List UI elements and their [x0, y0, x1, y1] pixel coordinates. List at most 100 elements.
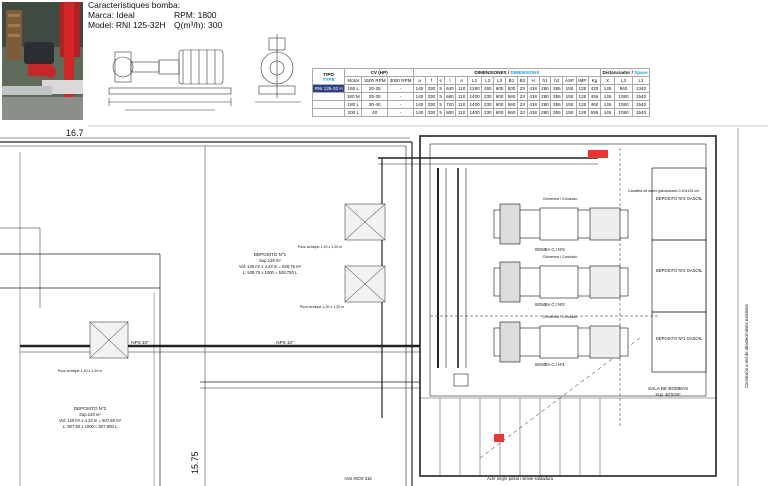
- table-cell: -: [387, 100, 415, 109]
- table-cell: 418: [526, 84, 540, 93]
- network-connection-label: Connexión a red de abastecimiento existe…: [744, 304, 749, 388]
- table-cell: 150: [562, 84, 577, 93]
- chimney-label: Chimenea / Conducto: [543, 255, 578, 259]
- table-cell: 140: [413, 100, 426, 109]
- pump-room-area: Sup. 40,52m²: [655, 392, 681, 397]
- gasoil-tank-3: DEPOSITO Nº3 GASOIL: [656, 196, 703, 201]
- spec-flow: Q(m³/h): 300: [174, 20, 223, 30]
- table-cell: 30-40: [361, 100, 389, 109]
- table-cell: 260: [481, 84, 495, 93]
- table-cell: 280: [538, 84, 552, 93]
- table-cell: 1080: [614, 92, 633, 101]
- table-cell: 418: [526, 100, 540, 109]
- table-cell: 1400: [466, 92, 483, 101]
- sub-header-cell: s: [436, 76, 445, 85]
- table-cell: 1400: [466, 108, 483, 117]
- spec-rpm: RPM: 1800: [174, 10, 217, 20]
- table-cell: 145: [599, 100, 616, 109]
- table-cell: -: [387, 92, 415, 101]
- sub-header-cell: B2: [516, 76, 528, 85]
- gasoil-tank-2: DEPOSITO Nº2 GASOIL: [656, 268, 703, 273]
- table-cell: 800: [443, 108, 457, 117]
- table-cell: 460: [588, 100, 601, 109]
- spacer-sub-header-cell: L1: [631, 76, 651, 85]
- cable-tray-label: Canaleta de acero galvanizado 0.10x125 c…: [628, 189, 699, 193]
- pumps: [493, 203, 629, 363]
- table-cell: 110: [455, 84, 468, 93]
- table-cell: 140: [413, 84, 426, 93]
- table-cell: 1080: [614, 108, 633, 117]
- table-cell: 5: [436, 100, 445, 109]
- empty-cell: [311, 100, 346, 109]
- table-cell: 420: [588, 84, 601, 93]
- table-cell: 560: [505, 100, 518, 109]
- table-cell: 150: [562, 108, 577, 117]
- table-cell: 418: [526, 108, 540, 117]
- table-cell: 23: [516, 84, 528, 93]
- table-cell: 558: [588, 108, 601, 117]
- spec-model: Model: RNI 125-32H: [88, 20, 166, 30]
- sub-header-cell: Motor: [344, 76, 363, 85]
- deposit1-sup: Sup.126 m²: [259, 258, 281, 263]
- table-cell: 455: [588, 92, 601, 101]
- pump-spec-header: Caracteristiques bomba: Marca: Ideal Mod…: [0, 0, 768, 128]
- sub-header-cell: Kg: [588, 76, 601, 85]
- chimney-label: Chimenea / Conducto: [543, 197, 578, 201]
- table-cell: 600: [493, 92, 507, 101]
- table-cell: 355: [550, 108, 564, 117]
- table-cell: 40: [361, 108, 389, 117]
- chimney-label: Chimenea / Conducto: [543, 315, 578, 319]
- table-cell: 125: [575, 92, 590, 101]
- empty-cell: [311, 92, 346, 101]
- sub-header-cell: h1: [538, 76, 552, 85]
- table-cell: 125: [575, 84, 590, 93]
- inox-label: AISI INOX 316: [344, 476, 372, 481]
- table-cell: 1400: [466, 100, 483, 109]
- sump-pits: [89, 203, 386, 359]
- table-cell: 25-30: [361, 92, 389, 101]
- table-cell: 180 L: [344, 100, 363, 109]
- deposit1-vol: Vol: 126 m² x 4.23 m = 528,75 m³: [239, 264, 302, 269]
- empty-cell: [311, 108, 346, 117]
- table-cell: 280: [538, 92, 552, 101]
- table-cell: 680: [443, 92, 457, 101]
- table-cell: 145: [599, 84, 616, 93]
- deposit2-liters: L: 507,60 x 1000 = 507.600 L: [63, 424, 118, 429]
- table-cell: 110: [455, 108, 468, 117]
- floor-material-label: Acer negre pintat i sense soldadura: [487, 476, 554, 481]
- table-cell: 23: [516, 92, 528, 101]
- deposit1-liters: L: 528,75 x 1000 = 528.750 L: [243, 270, 298, 275]
- pump-technical-views: [108, 34, 301, 111]
- sub-header-cell: 1500 RPM: [361, 76, 389, 85]
- pump-photo: [2, 2, 83, 120]
- deposit2-vol: Vol: 120 m² x 4.23 m = 507,60 m³: [59, 418, 122, 423]
- red-marker: [588, 150, 608, 158]
- table-cell: 5: [436, 92, 445, 101]
- sub-header-cell: L2: [481, 76, 495, 85]
- spacer-sub-header-cell: L3: [614, 76, 633, 85]
- sub-header-cell: 3000 RPM: [387, 76, 415, 85]
- table-cell: 280: [538, 100, 552, 109]
- pump-label-1: BOMBA C.I Nº1: [535, 362, 565, 367]
- table-cell: 940: [614, 84, 633, 93]
- table-cell: 230: [481, 92, 495, 101]
- table-cell: 180 M: [344, 92, 363, 101]
- dimensions-header: DIMENSIONES / DIMENSIONS: [413, 68, 601, 77]
- sub-header-cell: l: [443, 76, 457, 85]
- table-cell: 1080: [614, 100, 633, 109]
- table-cell: 110: [455, 100, 468, 109]
- table-cell: 150: [562, 92, 577, 101]
- table-cell: 330: [424, 108, 438, 117]
- table-cell: 20-25: [361, 84, 389, 93]
- table-cell: 23: [516, 100, 528, 109]
- table-cell: 280: [538, 108, 552, 117]
- control-box: [453, 373, 469, 387]
- sub-header-cell: H: [526, 76, 540, 85]
- dim-horizontal: 16.7: [66, 128, 84, 138]
